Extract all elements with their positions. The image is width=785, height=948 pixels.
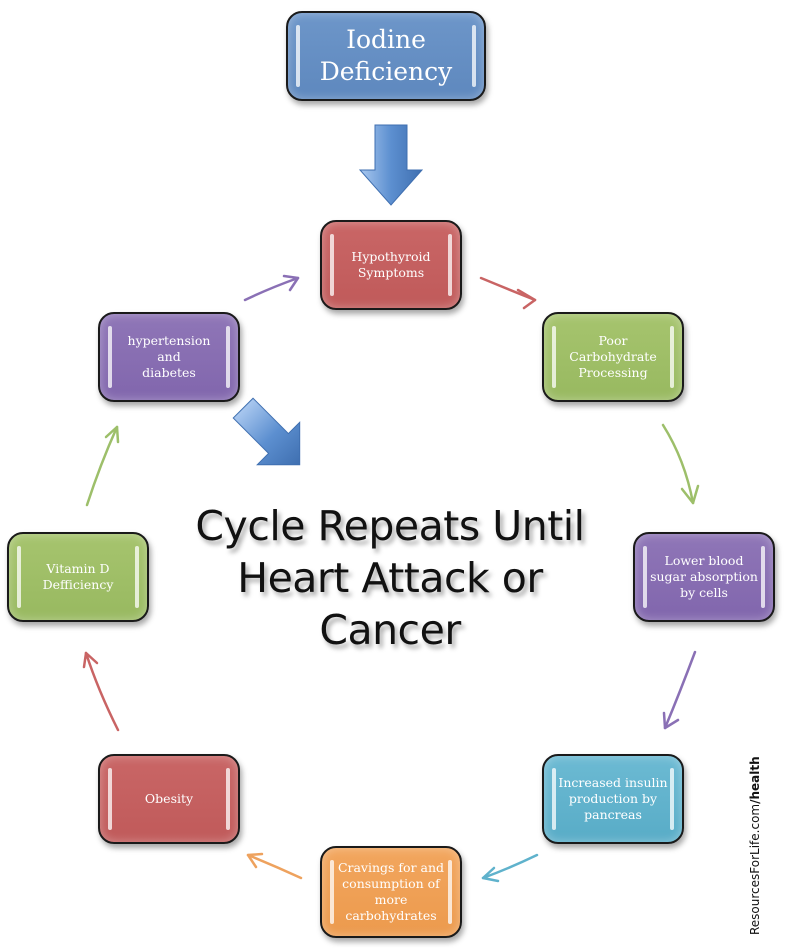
box-label-line: Processing — [578, 365, 648, 380]
diagonal-arrow-icon — [232, 397, 301, 466]
arrow-to-increased-insulin — [662, 650, 697, 730]
credit-domain: ResourcesForLife.com — [748, 803, 762, 935]
box-label-line: carbohydrates — [345, 908, 437, 923]
arrow-to-obesity — [246, 852, 303, 880]
box-label-line: Symptoms — [357, 265, 425, 280]
box-label-line: hypertension and — [127, 333, 211, 364]
box-label-line: Lower blood — [664, 553, 744, 568]
arrow-to-cravings — [481, 853, 539, 883]
arrow-to-hypothyroid — [243, 274, 300, 302]
center-caption-line: Heart Attack or — [237, 554, 543, 602]
center-caption-line: Cycle Repeats Until — [195, 502, 585, 550]
box-label-line: Increased insulin — [558, 775, 668, 790]
box-label-line: Poor — [598, 333, 628, 348]
box-label-line: Vitamin D — [46, 561, 110, 576]
down-arrow-icon — [358, 124, 424, 206]
arrow-to-lower-blood-sugar — [661, 423, 700, 505]
box-label-line: Hypothyroid — [351, 249, 431, 264]
box-label-line: Deficiency — [319, 57, 453, 86]
box-label-line: production by — [568, 791, 658, 806]
arrow-to-vitamin-d — [82, 651, 120, 732]
arrow-to-hypertension — [85, 425, 120, 507]
box-label-line: Cravings for and — [337, 860, 445, 875]
box-label-line: sugar absorption — [650, 569, 758, 584]
obesity-box: Obesity — [98, 754, 240, 844]
box-label-line: by cells — [680, 585, 728, 600]
arrow-to-poor-carb — [479, 276, 537, 310]
box-label-line: more — [374, 892, 408, 907]
box-label-line: Carbohydrate — [569, 349, 657, 364]
box-label-line: Obesity — [144, 791, 194, 806]
box-label-line: Defficiency — [42, 577, 114, 592]
center-caption: Cycle Repeats Until Heart Attack or Canc… — [170, 500, 610, 656]
box-label-line: diabetes — [142, 365, 196, 380]
center-caption-line: Cancer — [319, 606, 461, 654]
source-credit: ResourcesForLife.com/health — [748, 756, 762, 935]
box-label-line: Iodine — [346, 25, 426, 54]
box-label-line: consumption of — [342, 876, 440, 891]
credit-path: /health — [748, 756, 762, 804]
box-label-line: pancreas — [584, 807, 642, 822]
